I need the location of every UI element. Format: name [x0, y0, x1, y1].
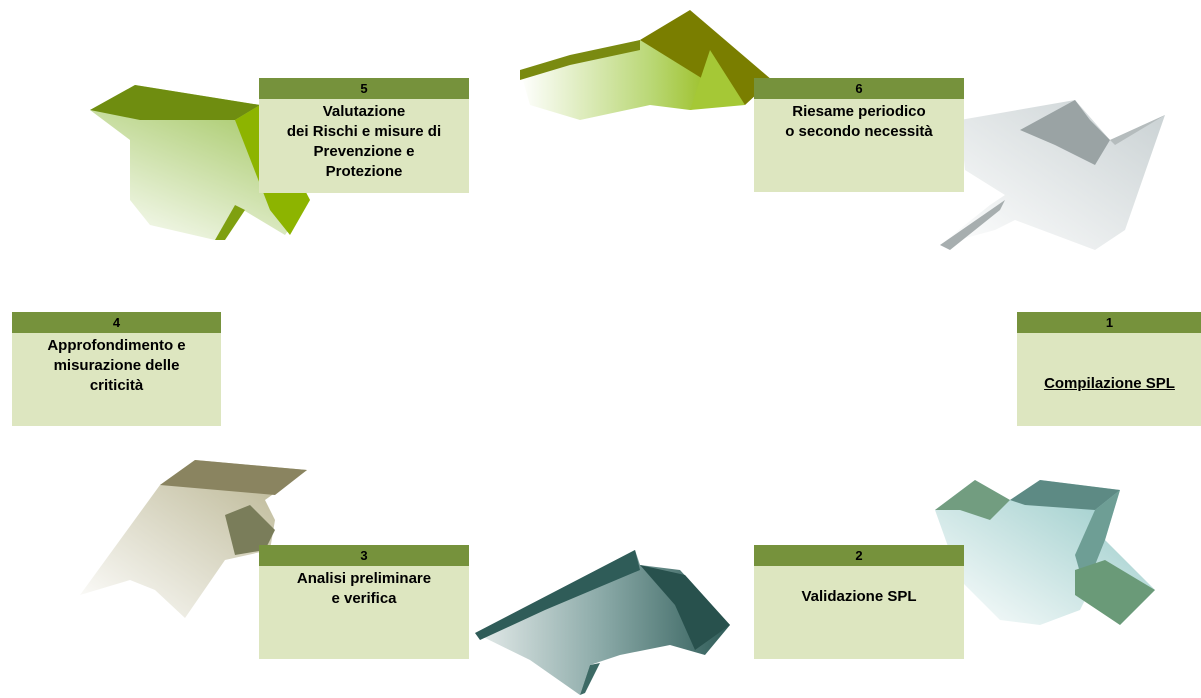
arrow-3-to-4 — [80, 460, 307, 618]
step-number-2: 2 — [754, 545, 964, 566]
step-number-3: 3 — [259, 545, 469, 566]
arrow-5-to-6 — [520, 10, 772, 120]
step-number-1: 1 — [1017, 312, 1201, 333]
step-number-6: 6 — [754, 78, 964, 99]
step-box-3: 3 Analisi preliminare e verifica — [259, 545, 469, 659]
compilazione-spl-link[interactable]: Compilazione SPL — [1044, 375, 1175, 392]
step-box-4: 4 Approfondimento e misurazione delle cr… — [12, 312, 221, 426]
step-box-6: 6 Riesame periodico o secondo necessità — [754, 78, 964, 192]
step-number-4: 4 — [12, 312, 221, 333]
step-label-5: Valutazione dei Rischi e misure di Preve… — [286, 103, 442, 180]
arrow-1-to-2 — [935, 480, 1155, 625]
step-label-6: Riesame periodico o secondo necessità — [785, 103, 933, 140]
step-box-5: 5 Valutazione dei Rischi e misure di Pre… — [259, 78, 469, 193]
step-label-4: Approfondimento e misurazione delle crit… — [47, 337, 186, 394]
step-label-2: Validazione SPL — [801, 588, 917, 605]
step-label-3: Analisi preliminare e verifica — [296, 570, 432, 607]
arrow-2-to-3 — [475, 550, 730, 695]
arrow-4-to-5 — [90, 85, 310, 240]
step-box-1: 1 Compilazione SPL — [1017, 312, 1201, 426]
step-number-5: 5 — [259, 78, 469, 99]
arrow-6-to-1 — [940, 100, 1165, 250]
step-box-2: 2 Validazione SPL — [754, 545, 964, 659]
